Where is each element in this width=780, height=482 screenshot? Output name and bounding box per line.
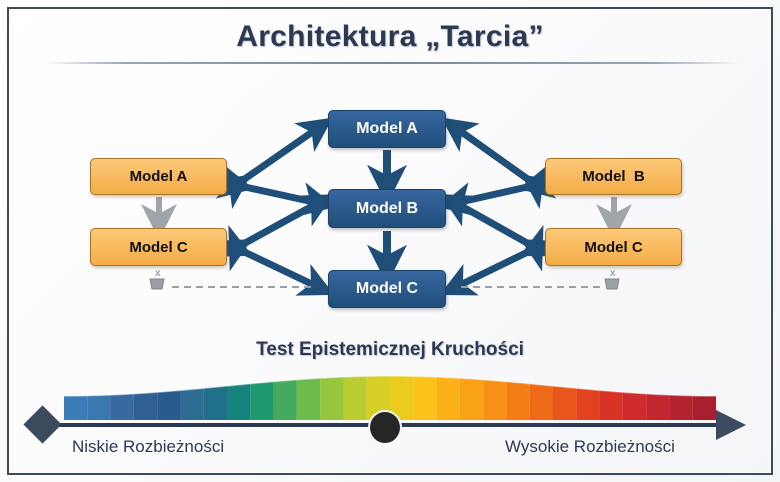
gradient-segment — [157, 390, 181, 420]
gradient-segment — [506, 381, 530, 420]
discard-cup-icon-right: x — [601, 266, 627, 292]
center-box-model-a[interactable]: Model A — [328, 110, 446, 148]
gradient-segment — [64, 395, 88, 420]
gradient-highlight — [63, 375, 717, 397]
gradient-segment — [646, 393, 670, 420]
title-divider — [42, 62, 738, 64]
gradient-segment — [133, 392, 158, 420]
gradient-segment — [366, 376, 390, 420]
gradient-segment — [436, 376, 460, 420]
center-box-model-c[interactable]: Model C — [328, 270, 446, 308]
gradient-segment — [227, 383, 251, 420]
gradient-segment — [669, 395, 693, 420]
gradient-segment — [87, 395, 111, 420]
scale-label-low: Niskie Rozbieżności — [72, 437, 225, 456]
gradient-segment — [483, 379, 507, 420]
gradient-segment — [599, 390, 623, 420]
gradient-segment — [553, 386, 577, 420]
scale-position-marker[interactable] — [368, 410, 402, 445]
gradient-segment — [180, 388, 204, 420]
gradient-segment — [343, 376, 367, 420]
gradient-segment — [576, 388, 600, 420]
gradient-segment — [110, 393, 134, 420]
page-title: Architektura „Tarcia” — [236, 20, 544, 53]
svg-text:x: x — [155, 268, 161, 279]
gradient-segment — [622, 392, 647, 420]
svg-text:x: x — [610, 268, 616, 279]
gradient-segment — [273, 379, 297, 420]
left-box-model-a[interactable]: Model A — [90, 158, 227, 195]
gradient-segment — [320, 376, 344, 420]
gradient-segment — [459, 378, 484, 420]
center-box-model-b[interactable]: Model B — [328, 189, 446, 228]
scale-axis-arrow-icon — [716, 410, 746, 440]
right-box-model-b[interactable]: Model B — [545, 158, 682, 195]
gradient-segment — [390, 376, 414, 420]
discard-cup-icon-left: x — [146, 266, 172, 292]
scale-label-high: Wysokie Rozbieżności — [505, 437, 675, 456]
gradient-segment — [413, 376, 437, 420]
gradient-segment — [296, 378, 321, 420]
gradient-segments — [63, 375, 717, 420]
fragility-gradient-bar — [63, 374, 717, 422]
left-box-model-c[interactable]: Model C — [90, 228, 227, 266]
gradient-segment — [203, 386, 227, 420]
slide-border — [7, 7, 773, 475]
gradient-segment — [529, 383, 553, 420]
gradient-segment — [692, 395, 716, 420]
gradient-segment — [250, 381, 274, 420]
scale-title: Test Epistemicznej Kruchości — [256, 339, 524, 360]
right-box-model-c[interactable]: Model C — [545, 228, 682, 266]
